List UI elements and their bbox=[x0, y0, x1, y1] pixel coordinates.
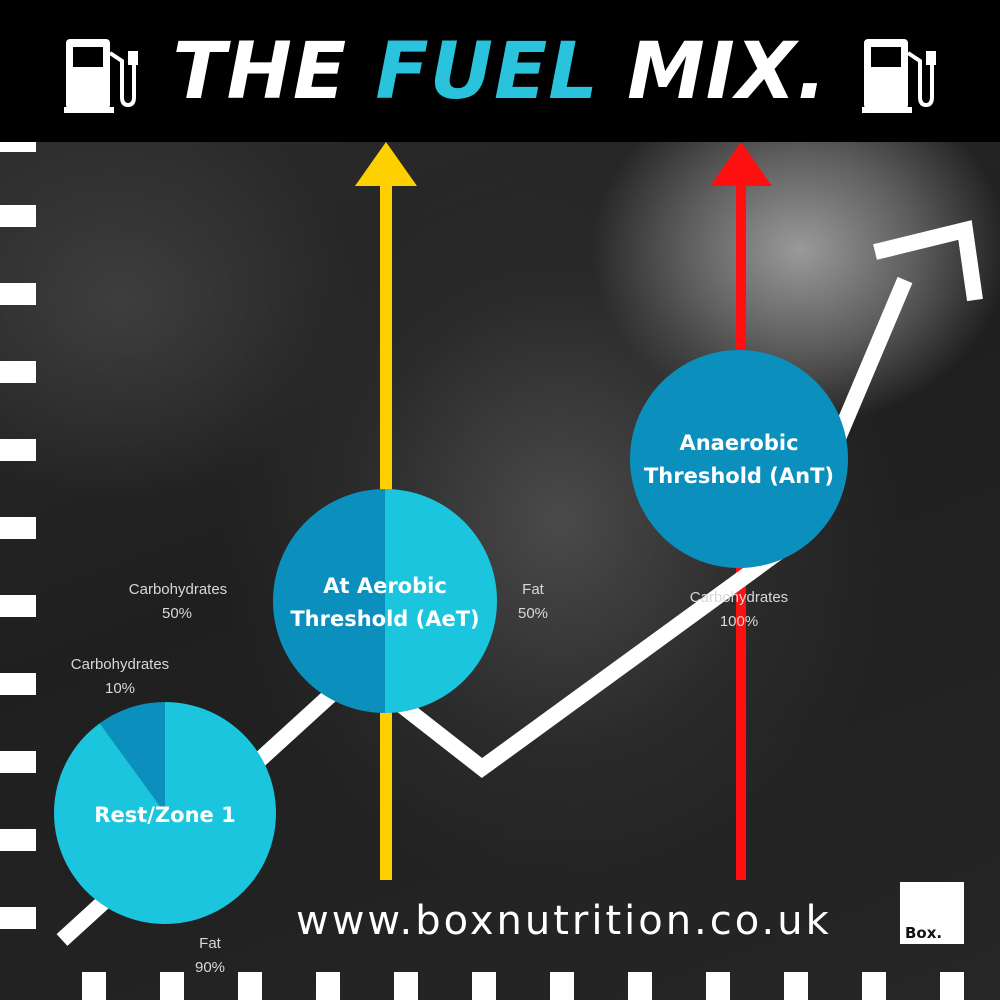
slice-value-label: 10% bbox=[105, 680, 135, 697]
frame-tick bbox=[550, 972, 574, 1000]
frame-tick bbox=[0, 751, 36, 773]
slice-value-label: 90% bbox=[195, 959, 225, 976]
pie-name-label: Threshold (AnT) bbox=[644, 464, 834, 488]
frame-tick bbox=[628, 972, 652, 1000]
pie-slice-carbohydrates bbox=[99, 702, 165, 813]
frame-tick bbox=[238, 972, 262, 1000]
pie-slice-fat bbox=[53, 702, 276, 925]
frame-tick bbox=[394, 972, 418, 1000]
pie-slice-fat bbox=[385, 489, 497, 713]
frame-tick bbox=[0, 673, 36, 695]
frame-tick bbox=[0, 907, 36, 929]
pie-slice-carbohydrates bbox=[273, 489, 385, 713]
pie-name-label: Threshold (AeT) bbox=[290, 607, 479, 631]
fuel-pump-icon bbox=[64, 39, 138, 113]
frame-tick bbox=[82, 972, 106, 1000]
frame-tick bbox=[0, 829, 36, 851]
frame-tick bbox=[0, 205, 36, 227]
slice-category-label: Carbohydrates bbox=[129, 581, 227, 598]
frame-tick bbox=[160, 972, 184, 1000]
slice-category-label: Fat bbox=[199, 935, 222, 952]
frame-tick bbox=[316, 972, 340, 1000]
box-logo: Box. bbox=[900, 882, 964, 944]
slice-category-label: Carbohydrates bbox=[71, 656, 169, 673]
pie-name-label: Rest/Zone 1 bbox=[94, 803, 235, 827]
slice-value-label: 100% bbox=[720, 613, 758, 630]
frame-tick bbox=[0, 283, 36, 305]
trend-arrowhead bbox=[873, 220, 983, 302]
title-accent: FUEL bbox=[375, 27, 599, 117]
frame-tick bbox=[0, 439, 36, 461]
frame-tick bbox=[784, 972, 808, 1000]
page-title: THE FUEL MIX. bbox=[0, 22, 1000, 122]
slice-category-label: Fat bbox=[522, 581, 545, 598]
pie-name-label: At Aerobic bbox=[323, 574, 447, 598]
frame-tick bbox=[940, 972, 964, 1000]
frame-tick bbox=[862, 972, 886, 1000]
frame-tick bbox=[0, 595, 36, 617]
fuel-pump-icon bbox=[862, 39, 936, 113]
title-post: MIX. bbox=[598, 27, 828, 117]
pie-name-label: Anaerobic bbox=[679, 431, 798, 455]
frame-tick bbox=[706, 972, 730, 1000]
slice-value-label: 50% bbox=[162, 605, 192, 622]
title-pre: THE bbox=[172, 27, 376, 117]
website-url[interactable]: www.boxnutrition.co.uk bbox=[296, 898, 832, 944]
logo-text: Box. bbox=[905, 924, 943, 942]
header-band bbox=[0, 0, 1000, 142]
slice-value-label: 50% bbox=[518, 605, 548, 622]
frame-tick bbox=[472, 972, 496, 1000]
pie-slice-carbohydrates bbox=[630, 350, 848, 568]
frame-tick bbox=[0, 361, 36, 383]
frame-tick bbox=[0, 517, 36, 539]
slice-category-label: Carbohydrates bbox=[690, 589, 788, 606]
